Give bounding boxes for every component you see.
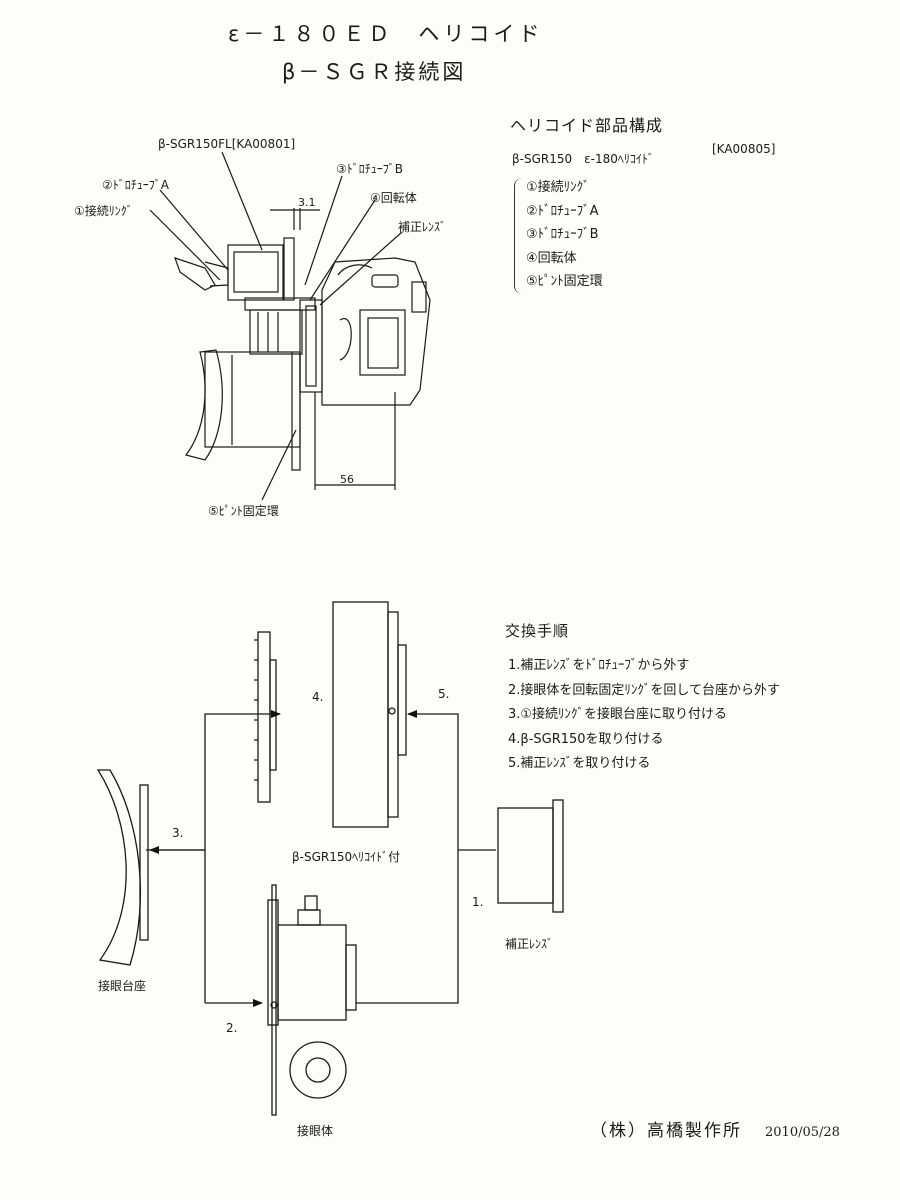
parts-item: ③ﾄﾞﾛﾁｭｰﾌﾞB — [526, 227, 599, 242]
parts-subtitle: β-SGR150 ε-180ﾍﾘｺｲﾄﾞ — [512, 152, 654, 166]
parts-item: ⑤ﾋﾟﾝﾄ固定環 — [526, 274, 603, 289]
label-connect-ring: ①接続ﾘﾝｸﾞ — [74, 204, 133, 218]
procedure-step: 4.β-SGR150を取り付ける — [508, 731, 664, 747]
label-focus-ring: ⑤ﾋﾟﾝﾄ固定環 — [208, 504, 279, 518]
title-line-1: ε－１８０ＥＤ ヘリコイド — [228, 22, 544, 46]
procedure-heading: 交換手順 — [505, 622, 570, 640]
label-rotor: ④回転体 — [370, 191, 417, 205]
label-eyepiece: 接眼体 — [297, 1124, 334, 1138]
label-eyepiece-base: 接眼台座 — [98, 979, 147, 993]
procedure-steps: 1.補正ﾚﾝｽﾞをﾄﾞﾛﾁｭｰﾌﾞから外す 2.接眼体を回転固定ﾘﾝｸﾞを回して… — [508, 654, 780, 777]
label-tube-a: ②ﾄﾞﾛﾁｭｰﾌﾞA — [102, 178, 169, 192]
parts-code: [KA00805] — [712, 142, 776, 156]
parts-brace — [514, 178, 525, 294]
step-1-label: 1. — [472, 895, 484, 909]
parts-list: ①接続ﾘﾝｸﾞ ②ﾄﾞﾛﾁｭｰﾌﾞA ③ﾄﾞﾛﾁｭｰﾌﾞB ④回転体 ⑤ﾋﾟﾝﾄ… — [516, 176, 603, 294]
label-corrector: 補正ﾚﾝｽﾞ — [398, 220, 447, 234]
procedure-step: 1.補正ﾚﾝｽﾞをﾄﾞﾛﾁｭｰﾌﾞから外す — [508, 658, 690, 673]
parts-item: ②ﾄﾞﾛﾁｭｰﾌﾞA — [526, 203, 599, 219]
parts-item: ①接続ﾘﾝｸﾞ — [526, 180, 590, 195]
label-sgr150fl: β-SGR150FL[KA00801] — [158, 137, 296, 151]
footer-company: （株）高橋製作所 — [590, 1121, 742, 1141]
dim-gap: 3.1 — [298, 196, 316, 209]
label-tube-b: ③ﾄﾞﾛﾁｭｰﾌﾞB — [336, 162, 403, 176]
label-helicoid: β-SGR150ﾍﾘｺｲﾄﾞ付 — [292, 850, 401, 864]
parts-item: ④回転体 — [526, 250, 577, 266]
step-3-label: 3. — [172, 826, 184, 840]
step-5-label: 5. — [438, 687, 450, 701]
procedure-step: 5.補正ﾚﾝｽﾞを取り付ける — [508, 756, 651, 771]
procedure-step: 2.接眼体を回転固定ﾘﾝｸﾞを回して台座から外す — [508, 682, 781, 698]
parts-heading: ヘリコイド部品構成 — [510, 116, 664, 135]
procedure-step: 3.①接続ﾘﾝｸﾞを接眼台座に取り付ける — [508, 707, 728, 722]
dim-depth: 56 — [340, 473, 354, 486]
top-assembly-drawing — [149, 151, 431, 501]
step-4-label: 4. — [312, 690, 324, 704]
exchange-flow-drawing — [96, 601, 564, 1116]
title-line-2: β－ＳＧＲ接続図 — [282, 60, 467, 84]
footer-date: 2010/05/28 — [765, 1125, 840, 1140]
label-corrector-bottom: 補正ﾚﾝｽﾞ — [505, 937, 554, 951]
step-2-label: 2. — [226, 1021, 238, 1035]
